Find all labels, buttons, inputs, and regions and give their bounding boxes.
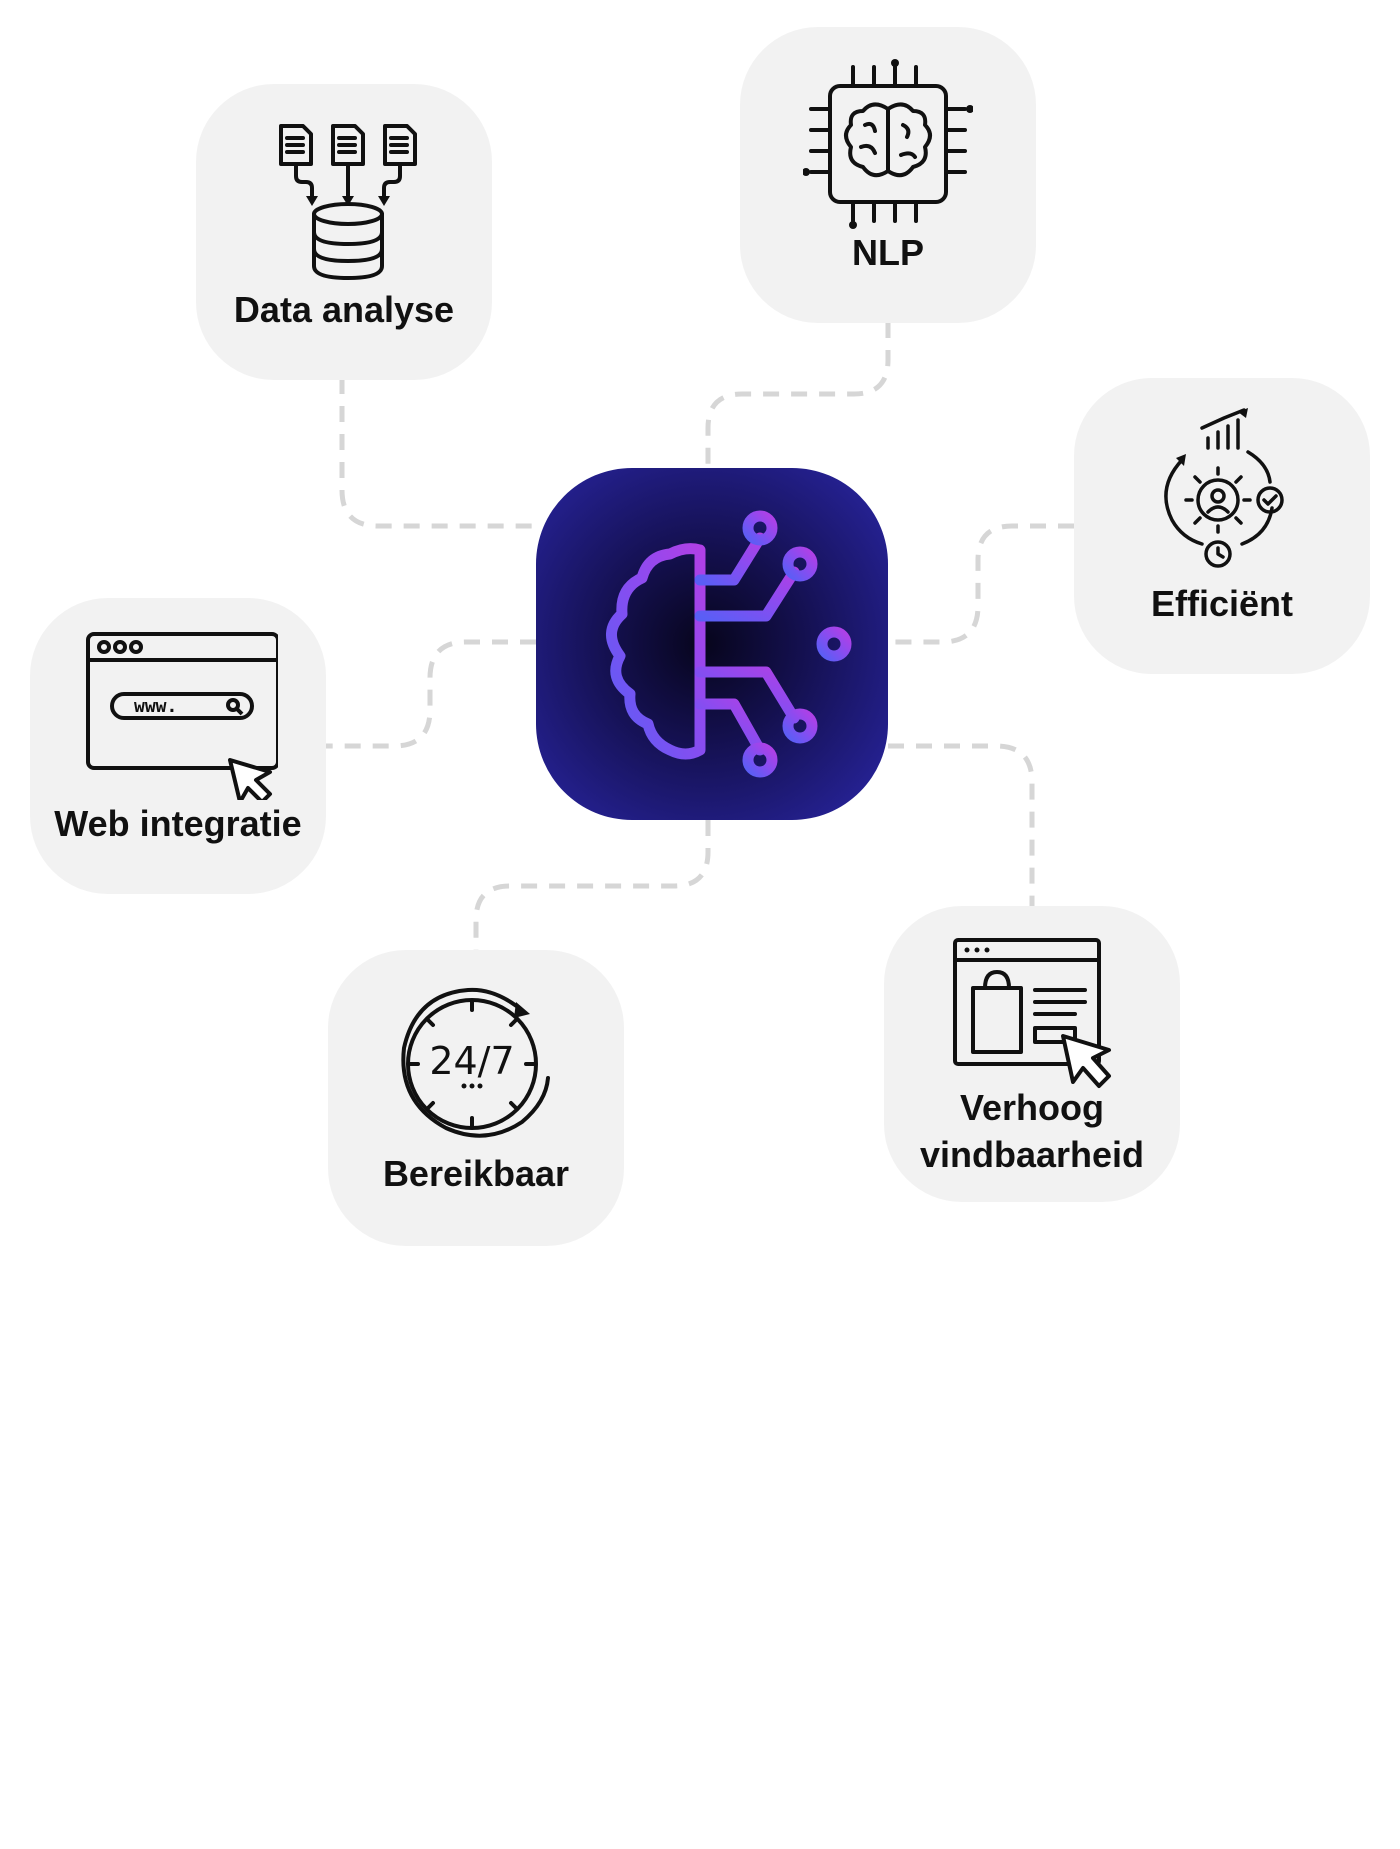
label-efficient: Efficiënt	[1150, 583, 1293, 624]
clock-24-7-text: 24/7	[429, 1039, 514, 1083]
documents-to-database-icon	[279, 124, 417, 280]
ai-brain-circuit-icon	[606, 510, 852, 778]
node-nlp[interactable]: NLP	[740, 27, 1036, 323]
node-efficient[interactable]: Efficiënt	[1074, 378, 1370, 674]
www-text: www.	[134, 696, 177, 717]
connector-data-analyse	[339, 378, 536, 529]
browser-shopping-cursor-icon	[953, 938, 1111, 1088]
clock-24-7-icon: 24/7	[401, 987, 550, 1138]
label-data-analyse: Data analyse	[233, 289, 455, 330]
label-bereikbaar: Bereikbaar	[382, 1153, 570, 1194]
efficiency-gear-cycle-icon	[1164, 408, 1284, 568]
node-web-integratie[interactable]: www. Web integratie	[30, 598, 326, 894]
browser-url-cursor-icon: www.	[86, 632, 278, 800]
node-data-analyse[interactable]: Data analyse	[196, 84, 492, 380]
label-verhoog: Verhoog	[959, 1087, 1105, 1128]
brain-chip-icon	[803, 59, 973, 229]
connector-verhoog	[888, 743, 1035, 912]
label-nlp: NLP	[852, 232, 924, 273]
node-verhoog-vindbaarheid[interactable]: Verhoog vindbaarheid	[884, 906, 1180, 1202]
label-web-integratie: Web integratie	[54, 803, 302, 844]
ai-hub[interactable]	[536, 468, 888, 820]
connector-efficient	[888, 523, 1074, 645]
connector-web-integratie	[326, 639, 536, 749]
connector-bereikbaar	[473, 820, 711, 956]
connector-nlp	[705, 322, 891, 468]
node-bereikbaar[interactable]: 24/7 Bereikbaar	[328, 950, 624, 1246]
label-vindbaarheid: vindbaarheid	[919, 1134, 1145, 1175]
